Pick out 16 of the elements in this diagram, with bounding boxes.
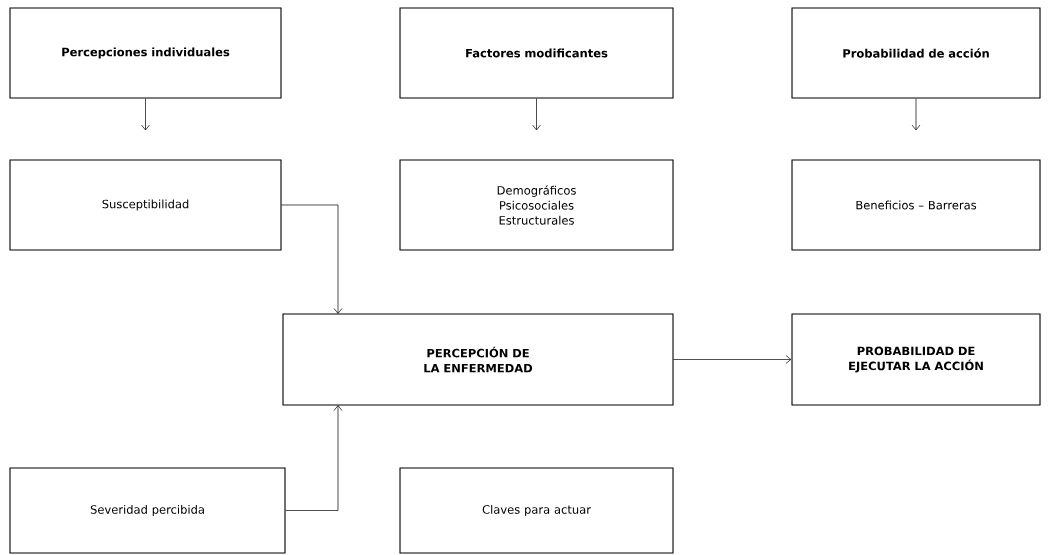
heading-box: Probabilidad de acción bbox=[791, 7, 1041, 99]
concept-box: PERCEPCIÓN DE LA ENFERMEDAD bbox=[282, 313, 674, 406]
arrow bbox=[911, 98, 921, 131]
arrow bbox=[141, 98, 150, 131]
heading-box: Percepciones individuales bbox=[9, 7, 282, 99]
arrow bbox=[285, 405, 343, 511]
heading-box: Factores modificantes bbox=[399, 7, 674, 99]
concept-box: Beneficios – Barreras bbox=[791, 159, 1041, 251]
concept-box: Susceptibilidad bbox=[9, 159, 282, 251]
concept-box: PROBABILIDAD DE EJECUTAR LA ACCIÓN bbox=[791, 313, 1041, 406]
arrow bbox=[281, 204, 343, 314]
concept-box: Severidad percibida bbox=[9, 467, 286, 554]
arrow bbox=[532, 98, 541, 131]
concept-box: Claves para actuar bbox=[399, 467, 674, 554]
concept-box: Demográficos Psicosociales Estructurales bbox=[399, 159, 674, 251]
arrow bbox=[673, 355, 792, 364]
